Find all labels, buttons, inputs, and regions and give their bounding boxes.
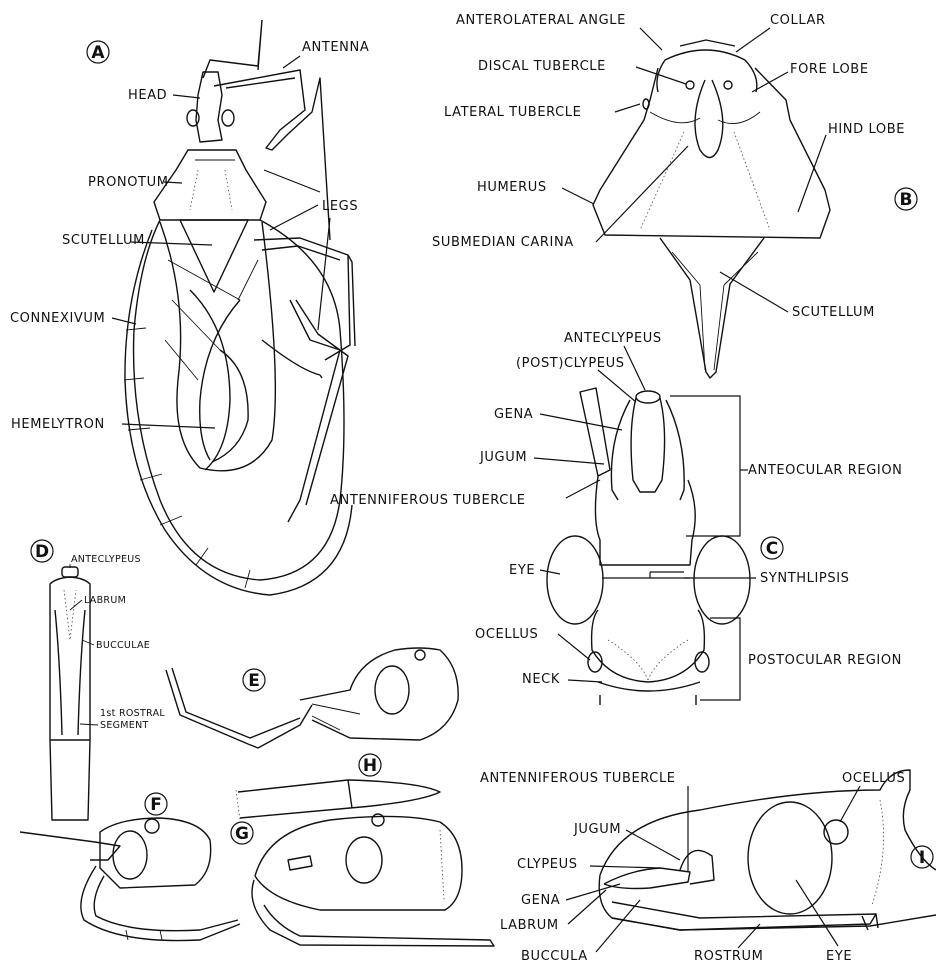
label-rostral-2: SEGMENT [100, 720, 149, 731]
label-hemelytron: HEMELYTRON [11, 417, 105, 432]
label-antenna: ANTENNA [302, 40, 369, 55]
label-bucculae: BUCCULAE [96, 640, 150, 651]
label-lateral-tubercle: LATERAL TUBERCLE [444, 105, 581, 120]
figure-i-labels: OCELLUS ANTENNIFEROUS TUBERCLE JUGUM CLY… [480, 771, 905, 964]
label-legs: LEGS [322, 199, 358, 214]
label-ocellus-i: OCELLUS [842, 771, 905, 786]
figure-c-labels: ANTECLYPEUS (POST)CLYPEUS GENA JUGUM ANT… [330, 331, 903, 700]
figure-c-head-dorsal [547, 388, 750, 705]
label-connexivum: CONNEXIVUM [10, 311, 105, 326]
label-scutellum-b: SCUTELLUM [792, 305, 875, 320]
label-eye-c: EYE [509, 563, 535, 578]
label-antenniferous-tubercle-c: ANTENNIFEROUS TUBERCLE [330, 493, 526, 508]
label-anteclypeus-d: ANTECLYPEUS [71, 554, 141, 565]
label-jugum-c: JUGUM [479, 450, 527, 465]
label-head: HEAD [128, 88, 167, 103]
panel-h-letter: H [363, 756, 377, 776]
label-rostral-1: 1st ROSTRAL [100, 708, 165, 719]
panel-a-letter: A [91, 43, 105, 63]
label-scutellum-a: SCUTELLUM [62, 233, 145, 248]
label-humerus: HUMERUS [477, 180, 547, 195]
label-labrum-i: LABRUM [500, 918, 559, 933]
label-postclypeus: (POST)CLYPEUS [516, 356, 625, 371]
panel-c-letter: C [766, 539, 778, 559]
label-jugum-i: JUGUM [573, 822, 621, 837]
label-buccula: BUCCULA [521, 949, 588, 964]
figure-i-head-lateral: I [599, 770, 936, 930]
panel-f-letter: F [150, 795, 162, 815]
label-postocular-region: POSTOCULAR REGION [748, 653, 902, 668]
label-anterolateral-angle: ANTEROLATERAL ANGLE [456, 13, 626, 28]
figure-f-head-lateral: F [20, 793, 240, 941]
label-gena-c: GENA [494, 407, 533, 422]
figure-h-rostrum-tip: H [236, 754, 440, 820]
label-ocellus-c: OCELLUS [475, 627, 538, 642]
figure-b-labels: ANTEROLATERAL ANGLE COLLAR DISCAL TUBERC… [432, 13, 917, 320]
panel-b-letter: B [900, 190, 913, 210]
label-anteocular-region: ANTEOCULAR REGION [748, 463, 903, 478]
figure-b-pronotum [593, 40, 830, 378]
label-neck: NECK [522, 672, 560, 687]
label-anteclypeus-c: ANTECLYPEUS [564, 331, 662, 346]
label-eye-i: EYE [826, 949, 852, 964]
label-gena-i: GENA [521, 893, 560, 908]
panel-e-letter: E [248, 671, 260, 691]
label-rostrum: ROSTRUM [694, 949, 763, 964]
label-collar: COLLAR [770, 13, 826, 28]
figure-g-head-lateral: G [231, 814, 494, 946]
label-synthlipsis: SYNTHLIPSIS [760, 571, 850, 586]
label-submedian-carina: SUBMEDIAN CARINA [432, 235, 574, 250]
label-clypeus-i: CLYPEUS [517, 857, 578, 872]
panel-g-letter: G [235, 824, 249, 844]
panel-i-letter: I [919, 848, 925, 868]
figure-e-head-lateral: E [166, 648, 458, 748]
panel-d-letter: D [35, 542, 49, 562]
label-antenniferous-tubercle-i: ANTENNIFEROUS TUBERCLE [480, 771, 676, 786]
label-hind-lobe: HIND LOBE [828, 122, 905, 137]
figure-d-rostrum: D ANTECLYPEUS LABRUM BUCCULAE 1st ROSTRA… [31, 540, 165, 820]
label-pronotum: PRONOTUM [88, 175, 169, 190]
label-labrum-d: LABRUM [84, 595, 126, 606]
label-fore-lobe: FORE LOBE [790, 62, 869, 77]
label-discal-tubercle: DISCAL TUBERCLE [478, 59, 606, 74]
